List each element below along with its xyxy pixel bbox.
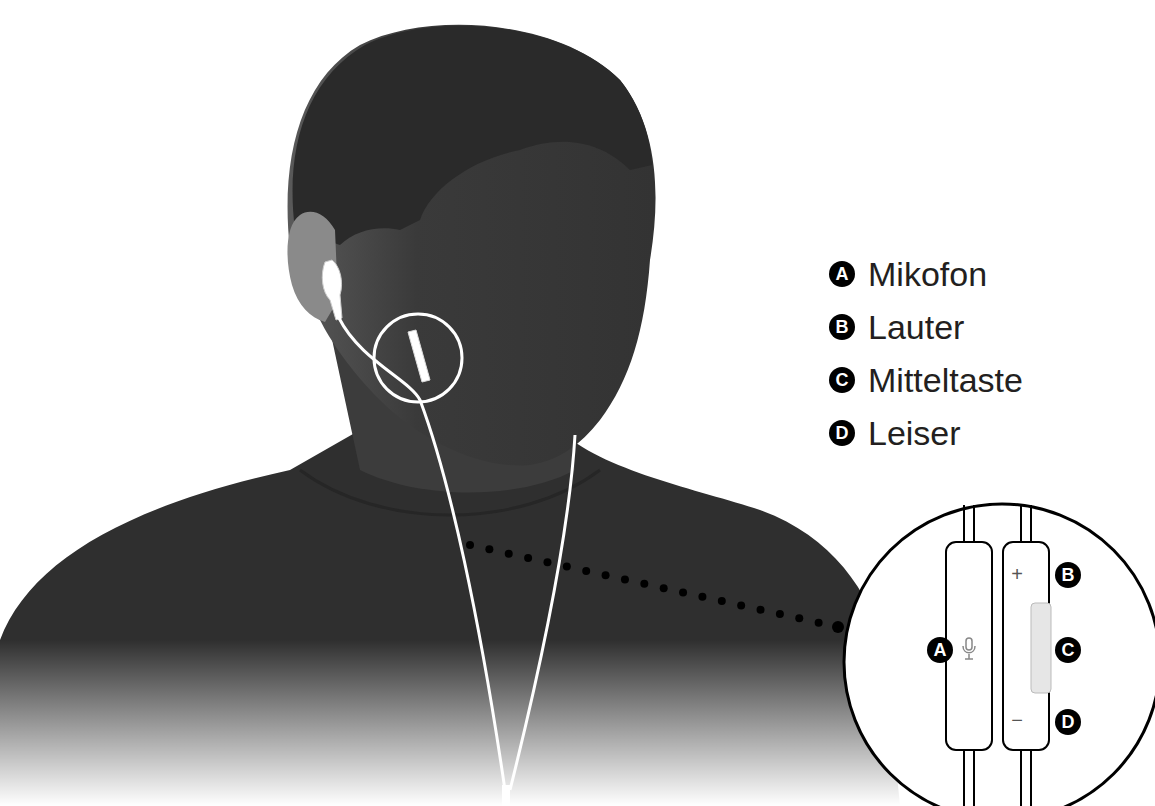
leader-dot bbox=[524, 554, 532, 562]
leader-dot bbox=[698, 593, 706, 601]
leader-dot bbox=[832, 621, 844, 633]
hair bbox=[293, 26, 652, 245]
leader-dot bbox=[466, 541, 474, 549]
microphone-icon bbox=[963, 638, 975, 659]
callout-badge bbox=[829, 261, 855, 287]
callout-letter: D bbox=[1062, 713, 1075, 731]
center-button bbox=[1031, 603, 1051, 693]
callout-badge bbox=[829, 420, 855, 446]
zoom-ring bbox=[374, 314, 462, 402]
callout-badge bbox=[927, 637, 953, 663]
callout-letter: C bbox=[1062, 641, 1075, 659]
callout-badge bbox=[1055, 562, 1081, 588]
leader-dot bbox=[757, 606, 765, 614]
callout-letter: D bbox=[836, 424, 849, 442]
collar bbox=[300, 470, 600, 515]
callout-badge bbox=[829, 314, 855, 340]
head-silhouette bbox=[288, 25, 656, 466]
callout-letter: A bbox=[836, 265, 849, 283]
callout-letter: A bbox=[934, 641, 947, 659]
leader-dot bbox=[737, 601, 745, 609]
leader-dot bbox=[602, 571, 610, 579]
badge-circles bbox=[829, 261, 1081, 735]
leader-dot bbox=[718, 597, 726, 605]
part-name: Mitteltaste bbox=[868, 363, 1023, 397]
leader-dot bbox=[679, 588, 687, 596]
leader-dot bbox=[505, 550, 513, 558]
earbud bbox=[322, 260, 342, 320]
callout-letter: C bbox=[836, 371, 849, 389]
leader-dot bbox=[815, 619, 823, 627]
callout-letter: B bbox=[836, 318, 849, 336]
inset-circle bbox=[844, 504, 1155, 806]
leader-dot bbox=[582, 567, 590, 575]
callout-badge bbox=[1055, 709, 1081, 735]
leader-dot bbox=[543, 558, 551, 566]
callout-badge bbox=[1055, 637, 1081, 663]
leader-dot bbox=[621, 576, 629, 584]
leader-dot bbox=[563, 563, 571, 571]
part-name: Mikofon bbox=[868, 257, 987, 291]
button-sign: + bbox=[1011, 564, 1023, 584]
callout-badge bbox=[829, 367, 855, 393]
leader-dot bbox=[485, 545, 493, 553]
leader-dots bbox=[466, 541, 844, 633]
callout-letter: B bbox=[1062, 566, 1075, 584]
part-name: Leiser bbox=[868, 416, 961, 450]
leader-dot bbox=[660, 584, 668, 592]
part-name: Lauter bbox=[868, 310, 964, 344]
button-sign: − bbox=[1011, 710, 1023, 730]
leader-dot bbox=[776, 610, 784, 618]
leader-dot bbox=[795, 614, 803, 622]
remote bbox=[408, 330, 430, 382]
leader-dot bbox=[640, 580, 648, 588]
